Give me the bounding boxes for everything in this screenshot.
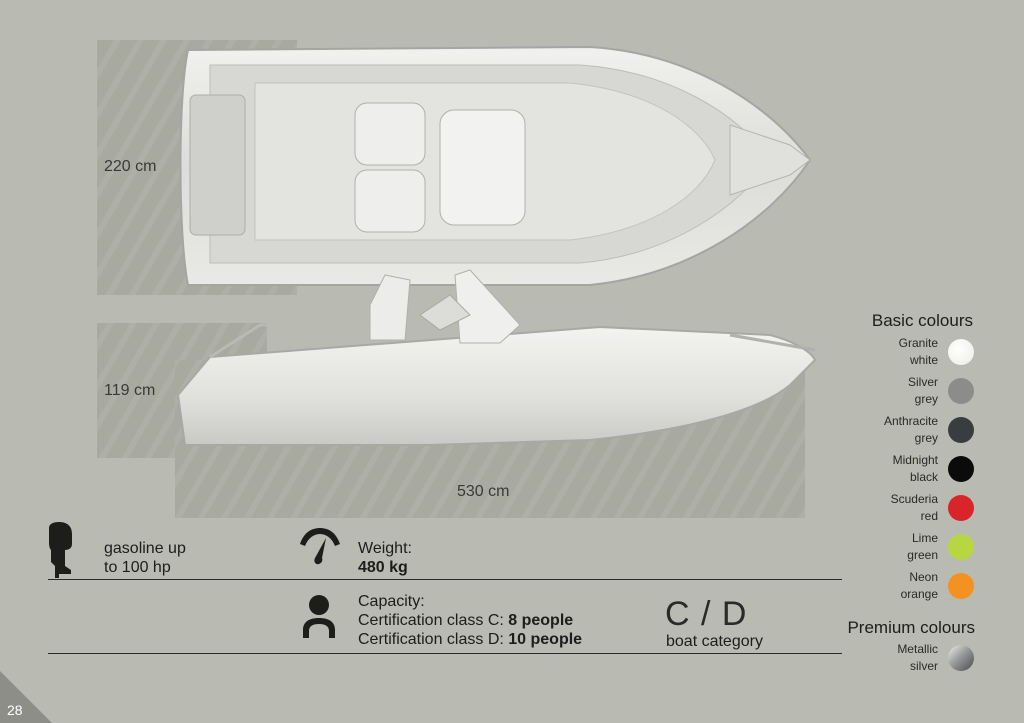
- colour-swatch: [948, 417, 974, 443]
- colour-swatch: [948, 456, 974, 482]
- capacity-class-c: Certification class C: 8 people: [358, 612, 574, 629]
- premium-colours-title: Premium colours: [847, 618, 975, 637]
- capacity-label: Capacity:: [358, 593, 425, 610]
- engine-line-1: gasoline up: [104, 540, 186, 557]
- colour-swatch: [948, 495, 974, 521]
- outboard-motor-icon: [49, 522, 72, 578]
- weight-spec: Weight: 480 kg: [358, 539, 412, 577]
- capacity-class-d: Certification class D: 10 people: [358, 631, 583, 648]
- colour-swatch: [948, 573, 974, 599]
- width-dimension: 220 cm: [104, 158, 157, 175]
- engine-spec: gasoline up to 100 hp: [104, 539, 186, 577]
- person-icon: [303, 595, 335, 638]
- divider-bottom: [48, 653, 842, 654]
- boat-side-view: [176, 269, 817, 446]
- boat-top-view: [179, 45, 812, 286]
- page-corner: [0, 671, 52, 723]
- divider-top: [48, 579, 842, 580]
- colour-swatch: [948, 645, 974, 671]
- height-dimension: 119 cm: [104, 382, 156, 399]
- colour-swatch: [948, 534, 974, 560]
- page-number: 28: [7, 702, 23, 718]
- colour-swatch: [948, 339, 974, 365]
- capacity-spec: Capacity: Certification class C: 8 peopl…: [358, 592, 582, 649]
- engine-line-2: to 100 hp: [104, 559, 171, 576]
- weight-label: Weight:: [358, 540, 412, 557]
- weight-value: 480 kg: [358, 559, 408, 576]
- speedometer-icon: [300, 528, 340, 565]
- boat-category-value: C / D: [665, 595, 748, 633]
- basic-colours-title: Basic colours: [871, 311, 973, 330]
- length-dimension: 530 cm: [457, 483, 510, 500]
- colour-swatch: [948, 378, 974, 404]
- boat-category-label: boat category: [666, 633, 763, 650]
